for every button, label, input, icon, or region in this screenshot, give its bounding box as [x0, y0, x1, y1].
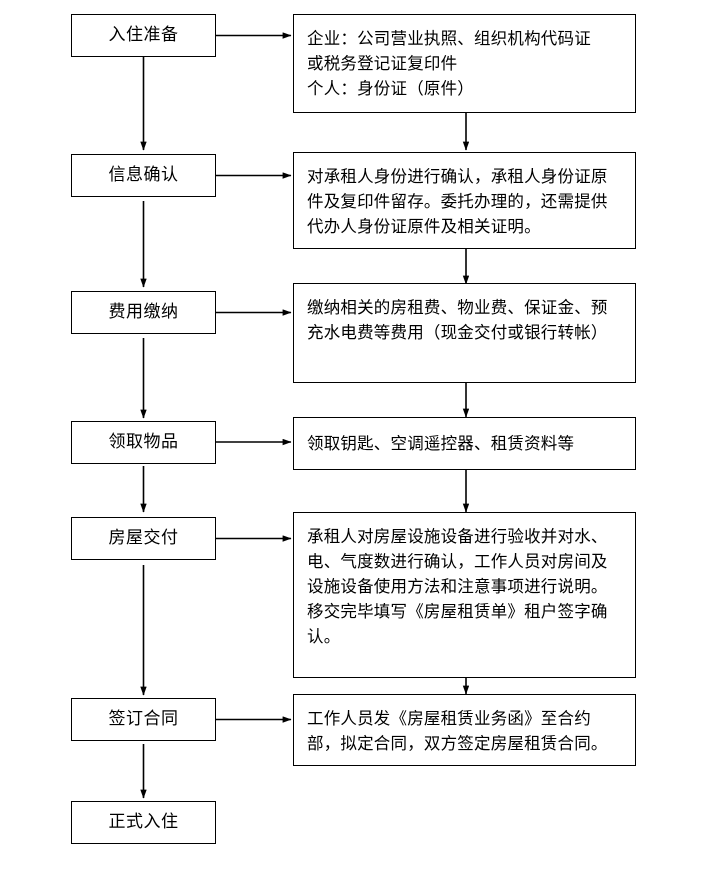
stage-box-qiandinghetong[interactable]: 签订合同: [71, 698, 216, 741]
stage-box-ruzhuzhunbei[interactable]: 入住准备: [71, 14, 216, 57]
detail-box-xinxiqueren[interactable]: 对承租人身份进行确认，承租人身份证原件及复印件留存。委托办理的，还需提供代办人身…: [293, 152, 636, 249]
stage-label: 正式入住: [108, 812, 179, 832]
detail-box-feiyongjiaona[interactable]: 缴纳相关的房租费、物业费、保证金、预充水电费等费用（现金交付或银行转帐）: [293, 283, 636, 383]
detail-text: 对承租人身份进行确认，承租人身份证原件及复印件留存。委托办理的，还需提供代办人身…: [307, 167, 608, 237]
detail-box-qiandinghetong[interactable]: 工作人员发《房屋租赁业务函》至合约部，拟定合同，双方签定房屋租赁合同。: [293, 694, 636, 766]
stage-box-zhengshiruzhu[interactable]: 正式入住: [71, 801, 216, 844]
stage-label: 信息确认: [108, 165, 179, 185]
stage-box-lingquwupin[interactable]: 领取物品: [71, 421, 216, 464]
detail-text: 缴纳相关的房租费、物业费、保证金、预充水电费等费用（现金交付或银行转帐）: [307, 298, 608, 343]
detail-box-ruzhuzhunbei[interactable]: 企业：公司营业执照、组织机构代码证 或税务登记证复印件 个人：身份证（原件）: [293, 14, 636, 113]
stage-label: 房屋交付: [108, 528, 179, 548]
stage-to-detail-arrows: [216, 32, 292, 723]
detail-text: 承租人对房屋设施设备进行验收并对水、电、气度数进行确认，工作人员对房间及设施设备…: [307, 527, 608, 647]
detail-text: 企业：公司营业执照、组织机构代码证 或税务登记证复印件 个人：身份证（原件）: [307, 29, 591, 99]
detail-text: 领取钥匙、空调遥控器、租赁资料等: [307, 433, 575, 453]
stage-label: 入住准备: [108, 25, 179, 45]
detail-text: 工作人员发《房屋租赁业务函》至合约部，拟定合同，双方签定房屋租赁合同。: [307, 709, 608, 754]
detail-box-fangwujiaofu[interactable]: 承租人对房屋设施设备进行验收并对水、电、气度数进行确认，工作人员对房间及设施设备…: [293, 512, 636, 678]
detail-box-lingquwupin[interactable]: 领取钥匙、空调遥控器、租赁资料等: [293, 417, 636, 470]
stage-box-fangwujiaofu[interactable]: 房屋交付: [71, 517, 216, 560]
stage-label: 费用缴纳: [108, 302, 179, 322]
stage-box-xinxiqueren[interactable]: 信息确认: [71, 154, 216, 197]
stage-label: 领取物品: [108, 432, 179, 452]
stage-box-feiyongjiaona[interactable]: 费用缴纳: [71, 291, 216, 334]
stage-label: 签订合同: [108, 709, 179, 729]
